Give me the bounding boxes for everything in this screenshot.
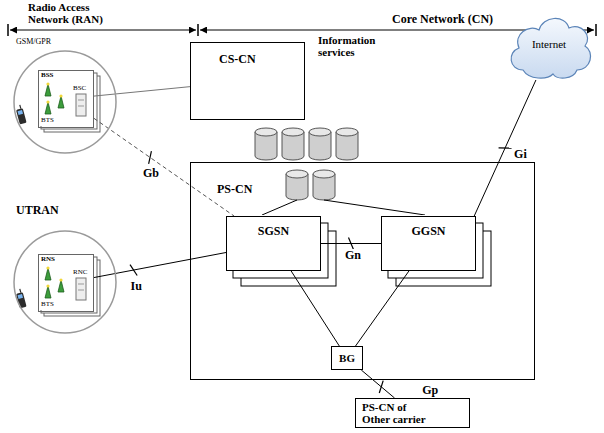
box-plate — [380, 215, 475, 270]
span-arrow — [10, 30, 196, 31]
circle-outline — [12, 50, 118, 154]
core-domain-box: PS-CN SGSN GGSN BG — [190, 162, 535, 380]
interface-label: Gn — [344, 249, 362, 262]
controller-rack — [76, 94, 86, 116]
circle-outline — [12, 230, 118, 334]
rack-slot — [78, 290, 84, 291]
antenna-tower — [45, 286, 51, 298]
internet-cloud: Internet — [505, 8, 593, 80]
antenna-tower — [45, 84, 51, 96]
antenna-tip — [46, 100, 49, 103]
interface-label: Iu — [130, 280, 143, 293]
database-top — [286, 170, 308, 178]
antenna-tip — [46, 82, 49, 85]
node-label: BTS — [41, 117, 54, 125]
span-bar — [7, 24, 9, 36]
interface-tick — [130, 265, 137, 276]
phone-screen — [18, 110, 23, 115]
circle-outline — [14, 231, 116, 333]
database-top — [282, 128, 304, 136]
database-top — [313, 170, 335, 178]
interface-tick — [379, 381, 383, 393]
node-label: CS-CN — [219, 53, 256, 66]
phone-antenna — [20, 289, 21, 293]
radio-network-circle: UTRANRNSBTSRNC — [12, 230, 118, 334]
antenna-tower — [58, 280, 64, 292]
interface-tick — [499, 147, 512, 149]
support-node-box: GGSN — [381, 216, 476, 271]
interface-label: Gi — [513, 148, 528, 161]
node-label: SGSN — [258, 225, 289, 238]
interface-line — [356, 271, 409, 346]
mobile-phone — [15, 104, 27, 124]
node-label: Internet — [532, 38, 566, 50]
gateway-box: BG — [331, 346, 363, 370]
subsystem-box: RNS BTS RNC — [38, 254, 94, 312]
carrier-box: PS-CN of Other carrier — [355, 398, 470, 428]
interface-line — [291, 271, 339, 346]
support-node-box: SGSN — [226, 216, 321, 271]
node-label: BSC — [73, 85, 86, 93]
cloud-outline — [511, 18, 590, 78]
rack-slot — [78, 106, 84, 107]
interface-line — [361, 370, 394, 398]
interface-tick — [149, 151, 152, 164]
database-link — [262, 200, 297, 215]
database-top — [309, 128, 331, 136]
span-bar — [595, 24, 597, 36]
node-label: RNC — [73, 269, 87, 277]
rack-slot — [78, 100, 84, 101]
database-top — [336, 128, 358, 136]
region-label: Core Network (CN) — [392, 13, 493, 26]
phone-screen — [18, 294, 23, 299]
database-top — [255, 128, 277, 136]
node-label: RNS — [41, 256, 55, 264]
interface-line — [94, 118, 234, 216]
node-label: GSM/GPR — [16, 38, 51, 47]
node-label: PS-CN — [217, 183, 252, 196]
subsystem-box: BSS BTS BSC — [38, 70, 94, 128]
node-label: BTS — [41, 301, 54, 309]
antenna-tip — [59, 94, 62, 97]
node-label: PS-CN of Other carrier — [362, 401, 434, 425]
controller-rack — [76, 278, 86, 300]
rack-slot — [78, 284, 84, 285]
region-label: Radio Access Network (RAN) — [28, 1, 120, 25]
interface-label: Gp — [421, 384, 439, 397]
node-label: BSS — [41, 72, 53, 80]
circle-outline — [14, 51, 116, 153]
node-label: UTRAN — [16, 204, 59, 217]
region-label: Information services — [318, 34, 398, 58]
interface-line — [94, 87, 190, 96]
interface-label: Gb — [142, 167, 160, 180]
node-label: GGSN — [411, 225, 445, 238]
node-label: BG — [339, 352, 355, 364]
box-plate — [38, 254, 94, 310]
phone-antenna — [20, 105, 21, 109]
antenna-tower — [58, 96, 64, 108]
antenna-tip — [59, 278, 62, 281]
span-bar — [197, 24, 199, 36]
antenna-tower — [45, 102, 51, 114]
interface-line — [474, 80, 536, 216]
antenna-tip — [46, 266, 49, 269]
core-domain-box: CS-CN — [190, 42, 305, 120]
radio-network-circle: GSM/GPRBSSBTSBSC — [12, 50, 118, 154]
database-link — [324, 200, 425, 215]
antenna-tip — [46, 284, 49, 287]
antenna-tower — [45, 268, 51, 280]
box-plate — [38, 70, 94, 126]
box-plate — [225, 215, 320, 270]
